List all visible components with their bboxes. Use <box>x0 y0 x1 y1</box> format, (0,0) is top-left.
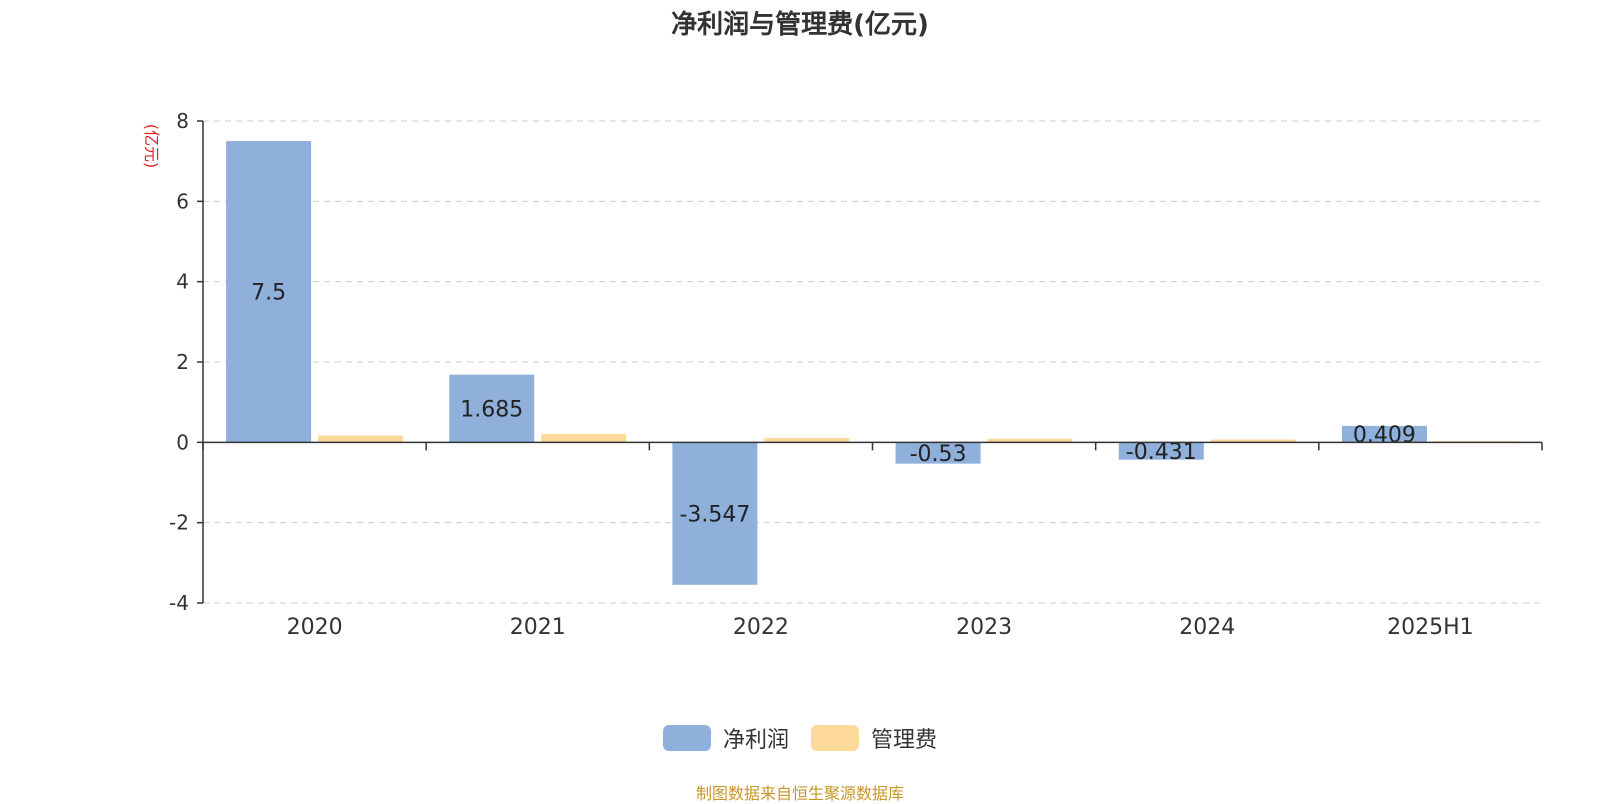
legend-label-admin-expense: 管理费 <box>871 728 938 753</box>
y-tick-label-5: 6 <box>176 189 189 213</box>
legend-swatch-admin-expense <box>811 725 859 751</box>
bar-chart: -4 -2 0 2 4 6 8 (亿元) 7.5 2020 1.685 2021 -3.547 2022 -… <box>142 109 1543 640</box>
bar-admin-expense-2024 <box>1210 439 1296 443</box>
bar-admin-expense-2021 <box>541 433 627 443</box>
x-tick-label-2025H1: 2025H1 <box>1387 615 1474 640</box>
y-tick-label-1: -2 <box>169 511 189 535</box>
y-tick-label-4: 4 <box>176 270 189 294</box>
data-label-2020: 7.5 <box>251 281 286 306</box>
x-tick-label-2022: 2022 <box>733 615 789 640</box>
x-tick-label-2021: 2021 <box>510 615 566 640</box>
bar-admin-expense-2022 <box>764 437 850 443</box>
legend: 净利润 管理费 <box>0 722 1600 754</box>
legend-item-net-profit[interactable]: 净利润 <box>662 722 789 754</box>
bar-admin-expense-2023 <box>987 438 1073 443</box>
x-tick-label-2020: 2020 <box>287 615 343 640</box>
legend-item-admin-expense[interactable]: 管理费 <box>811 722 937 754</box>
data-label-2021: 1.685 <box>460 397 523 422</box>
source-note: 制图数据来自恒生聚源数据库 <box>695 784 904 803</box>
legend-label-net-profit: 净利润 <box>722 728 789 753</box>
y-tick-label-6: 8 <box>176 109 189 133</box>
bar-net-profit-2021 <box>449 374 535 443</box>
bar-net-profit-2025H1 <box>1341 425 1427 443</box>
bar-net-profit-2023 <box>895 442 981 464</box>
x-tick-label-2023: 2023 <box>956 615 1012 640</box>
bar-net-profit-2022 <box>672 442 758 585</box>
data-label-2022: -3.547 <box>679 503 750 528</box>
legend-swatch-net-profit <box>662 725 711 751</box>
bar-net-profit-2024 <box>1118 442 1204 460</box>
x-tick-label-2024: 2024 <box>1179 615 1235 640</box>
bar-net-profit-2020 <box>226 141 312 443</box>
chart-title: 净利润与管理费(亿元) <box>671 10 929 40</box>
y-tick-label-0: -4 <box>169 591 189 615</box>
y-axis-label: (亿元) <box>142 124 161 169</box>
y-tick-label-3: 2 <box>176 350 189 374</box>
data-label-2023: -0.53 <box>910 442 967 467</box>
bar-admin-expense-2020 <box>318 435 404 443</box>
y-tick-label-2: 0 <box>176 430 189 454</box>
data-label-2025H1: 0.409 <box>1353 423 1416 448</box>
data-label-2024: -0.431 <box>1126 440 1197 465</box>
